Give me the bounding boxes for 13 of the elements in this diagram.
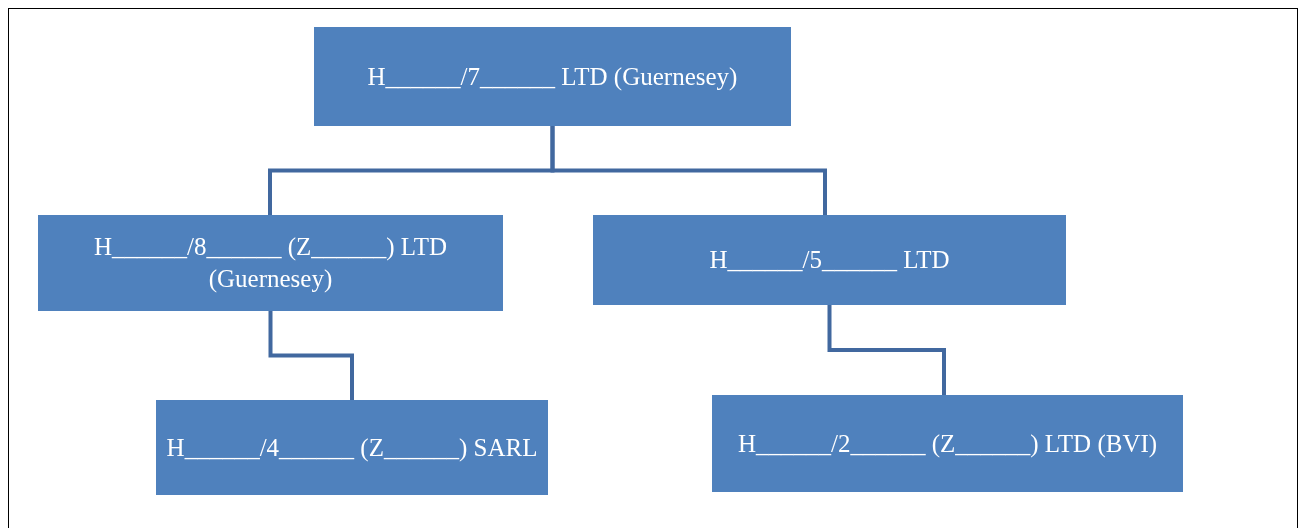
entity-box: [593, 215, 1066, 305]
entity-name: H______/8______ (Z______) LTD (Guernesey): [92, 232, 449, 294]
entity-box: [712, 395, 1183, 492]
entity-name: H______/7______ LTD (Guernesey): [367, 61, 738, 92]
entity-name: H______/4______ (Z______) SARL: [166, 432, 538, 464]
entity-name: H______/2______ (Z______) LTD (BVI): [737, 428, 1158, 460]
entity-box: [38, 215, 503, 311]
entity-box: [156, 400, 548, 495]
entity-name: H______/5______ LTD: [709, 245, 950, 275]
connector-line: [827, 305, 946, 395]
entity-box: [314, 27, 791, 126]
connector-line: [268, 311, 354, 400]
connector-line: [550, 126, 827, 215]
